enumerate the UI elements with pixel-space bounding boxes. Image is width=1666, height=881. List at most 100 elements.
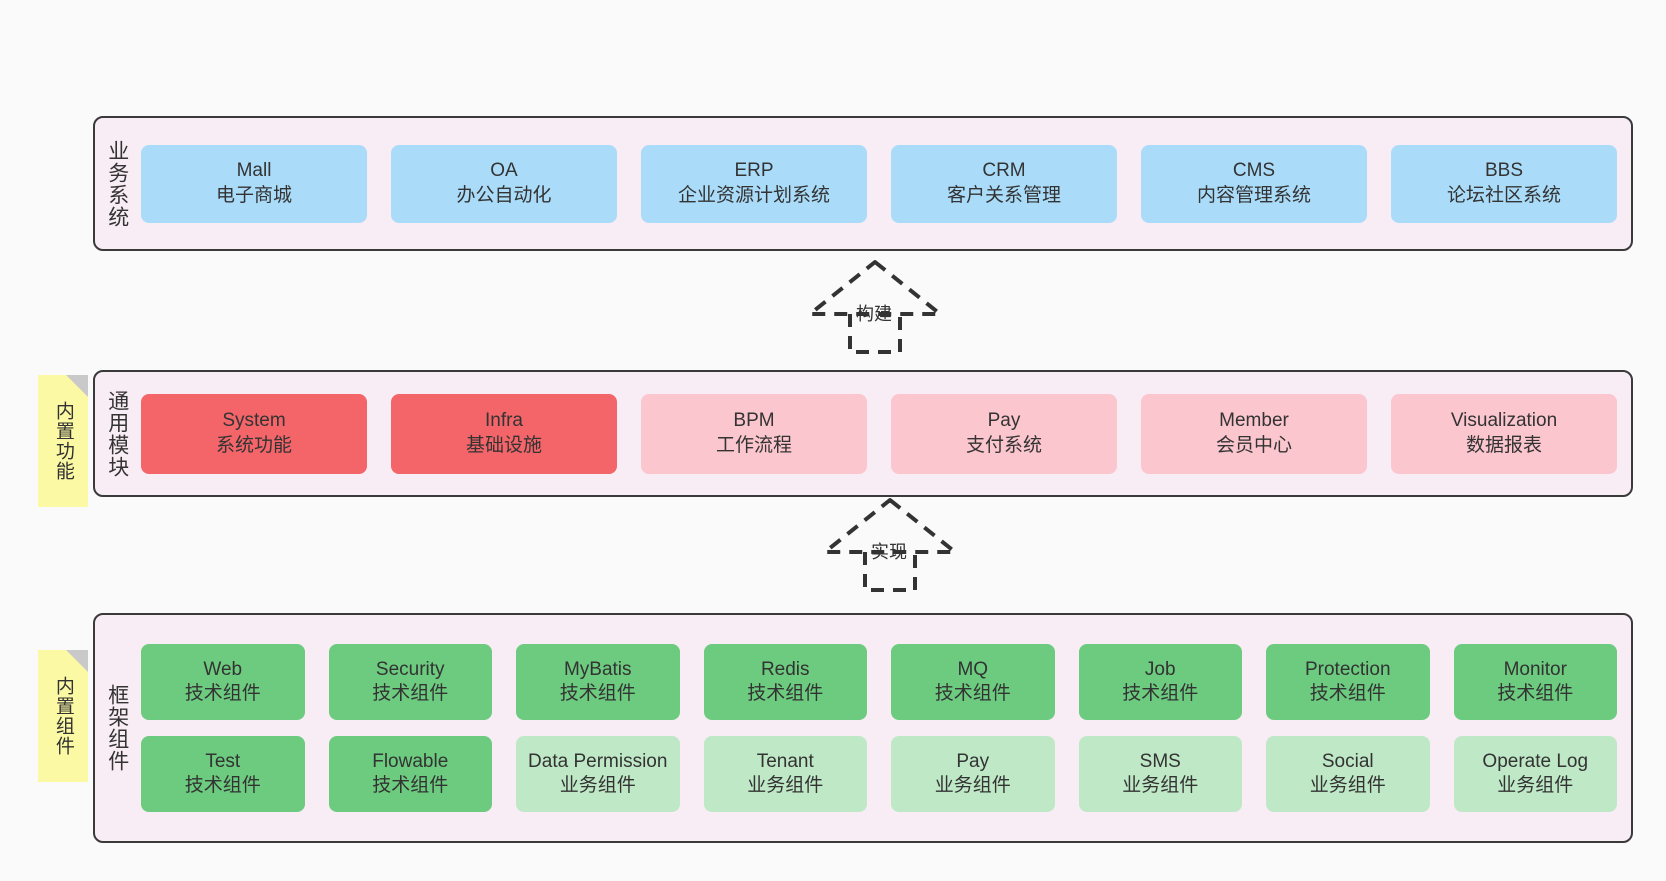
card-title: Web (203, 658, 243, 680)
card-subtitle: 技术组件 (747, 683, 824, 704)
layer-framework-components: 框架组件 Web 技术组件 Security 技术组件 MyBatis 技术组件… (93, 613, 1633, 843)
card-crm[interactable]: CRM 客户关系管理 (891, 144, 1117, 223)
card-title: ERP (734, 160, 774, 182)
layer-title-common-modules: 通用模块 (105, 389, 129, 478)
card-row: Mall 电子商城 OA 办公自动化 ERP 企业资源计划系统 CRM 客户关系… (141, 144, 1617, 223)
card-title: BBS (1484, 160, 1524, 182)
card-title: MQ (957, 658, 989, 680)
card-protection[interactable]: Protection 技术组件 (1266, 644, 1430, 720)
layer-common-modules: 通用模块 System 系统功能 Infra 基础设施 BPM 工作流程 Pay… (93, 370, 1633, 497)
card-title: Operate Log (1482, 750, 1589, 772)
card-subtitle: 技术组件 (1122, 683, 1199, 704)
card-sms[interactable]: SMS 业务组件 (1078, 736, 1242, 812)
card-monitor[interactable]: Monitor 技术组件 (1453, 644, 1617, 720)
card-subtitle: 内容管理系统 (1196, 184, 1311, 206)
card-subtitle: 技术组件 (934, 683, 1011, 704)
card-title: Infra (484, 410, 524, 432)
card-pay-component[interactable]: Pay 业务组件 (891, 736, 1055, 812)
card-flowable[interactable]: Flowable 技术组件 (328, 736, 492, 812)
sticky-note-label: 内置功能 (52, 401, 74, 481)
card-subtitle: 技术组件 (184, 775, 261, 796)
card-subtitle: 业务组件 (1122, 775, 1199, 796)
card-subtitle: 工作流程 (715, 434, 792, 456)
card-job[interactable]: Job 技术组件 (1078, 644, 1242, 720)
card-subtitle: 电子商城 (215, 184, 292, 206)
card-pay-module[interactable]: Pay 支付系统 (891, 393, 1117, 474)
card-title: Pay (956, 750, 990, 772)
card-social[interactable]: Social 业务组件 (1266, 736, 1430, 812)
layer-body-common-modules: System 系统功能 Infra 基础设施 BPM 工作流程 Pay 支付系统… (139, 372, 1631, 495)
card-subtitle: 论坛社区系统 (1446, 184, 1561, 206)
card-title: OA (490, 160, 518, 182)
card-mybatis[interactable]: MyBatis 技术组件 (516, 644, 680, 720)
card-system[interactable]: System 系统功能 (141, 393, 367, 474)
card-bpm[interactable]: BPM 工作流程 (641, 393, 867, 474)
card-visualization[interactable]: Visualization 数据报表 (1391, 393, 1617, 474)
sticky-note-label: 内置组件 (52, 676, 74, 756)
card-title: Pay (987, 410, 1021, 432)
card-infra[interactable]: Infra 基础设施 (391, 393, 617, 474)
card-row: System 系统功能 Infra 基础设施 BPM 工作流程 Pay 支付系统… (141, 393, 1617, 474)
card-title: Protection (1304, 658, 1391, 680)
card-subtitle: 业务组件 (1497, 775, 1574, 796)
card-title: Monitor (1503, 658, 1567, 680)
card-title: MyBatis (563, 658, 632, 680)
card-title: Test (205, 750, 241, 772)
layer-business-systems: 业务系统 Mall 电子商城 OA 办公自动化 ERP 企业资源计划系统 CRM… (93, 116, 1633, 251)
card-subtitle: 技术组件 (559, 683, 636, 704)
card-subtitle: 企业资源计划系统 (677, 184, 830, 206)
card-subtitle: 技术组件 (372, 775, 449, 796)
layer-body-business: Mall 电子商城 OA 办公自动化 ERP 企业资源计划系统 CRM 客户关系… (139, 118, 1631, 249)
card-subtitle: 业务组件 (559, 775, 636, 796)
card-mq[interactable]: MQ 技术组件 (891, 644, 1055, 720)
card-oa[interactable]: OA 办公自动化 (391, 144, 617, 223)
card-bbs[interactable]: BBS 论坛社区系统 (1391, 144, 1617, 223)
card-web[interactable]: Web 技术组件 (141, 644, 305, 720)
card-test[interactable]: Test 技术组件 (141, 736, 305, 812)
card-subtitle: 客户关系管理 (946, 184, 1061, 206)
card-title: Flowable (372, 750, 449, 772)
layer-body-framework: Web 技术组件 Security 技术组件 MyBatis 技术组件 Redi… (139, 615, 1631, 841)
card-subtitle: 技术组件 (184, 683, 261, 704)
card-title: Social (1321, 750, 1374, 772)
card-title: System (222, 410, 286, 432)
card-tenant[interactable]: Tenant 业务组件 (703, 736, 867, 812)
connector-label-build: 构建 (856, 304, 892, 324)
card-title: Job (1144, 658, 1176, 680)
card-subtitle: 业务组件 (934, 775, 1011, 796)
card-subtitle: 技术组件 (372, 683, 449, 704)
card-erp[interactable]: ERP 企业资源计划系统 (641, 144, 867, 223)
card-member[interactable]: Member 会员中心 (1141, 393, 1367, 474)
connector-build-arrow (808, 260, 942, 354)
card-title: Redis (760, 658, 810, 680)
sticky-note-builtin-components: 内置组件 (38, 650, 88, 782)
card-subtitle: 技术组件 (1309, 683, 1386, 704)
card-subtitle: 支付系统 (965, 434, 1042, 456)
card-data-permission[interactable]: Data Permission 业务组件 (516, 736, 680, 812)
card-subtitle: 办公自动化 (456, 184, 552, 206)
card-redis[interactable]: Redis 技术组件 (703, 644, 867, 720)
card-title: CRM (982, 160, 1026, 182)
card-title: CMS (1232, 160, 1276, 182)
card-row-technical: Web 技术组件 Security 技术组件 MyBatis 技术组件 Redi… (141, 644, 1617, 720)
connector-implement-arrow (823, 498, 957, 592)
card-operate-log[interactable]: Operate Log 业务组件 (1453, 736, 1617, 812)
card-subtitle: 业务组件 (1309, 775, 1386, 796)
card-title: Visualization (1450, 410, 1558, 432)
card-title: Member (1219, 410, 1289, 432)
note-fold-corner (66, 650, 88, 672)
card-security[interactable]: Security 技术组件 (328, 644, 492, 720)
card-subtitle: 基础设施 (465, 434, 542, 456)
card-row-business: Test 技术组件 Flowable 技术组件 Data Permission … (141, 736, 1617, 812)
layer-title-business: 业务系统 (105, 139, 129, 228)
card-cms[interactable]: CMS 内容管理系统 (1141, 144, 1367, 223)
card-subtitle: 会员中心 (1215, 434, 1292, 456)
card-mall[interactable]: Mall 电子商城 (141, 144, 367, 223)
card-title: Mall (236, 160, 272, 182)
card-title: SMS (1139, 750, 1181, 772)
card-subtitle: 数据报表 (1465, 434, 1542, 456)
sticky-note-builtin-functions: 内置功能 (38, 375, 88, 507)
card-subtitle: 技术组件 (1497, 683, 1574, 704)
note-fold-corner (66, 375, 88, 397)
